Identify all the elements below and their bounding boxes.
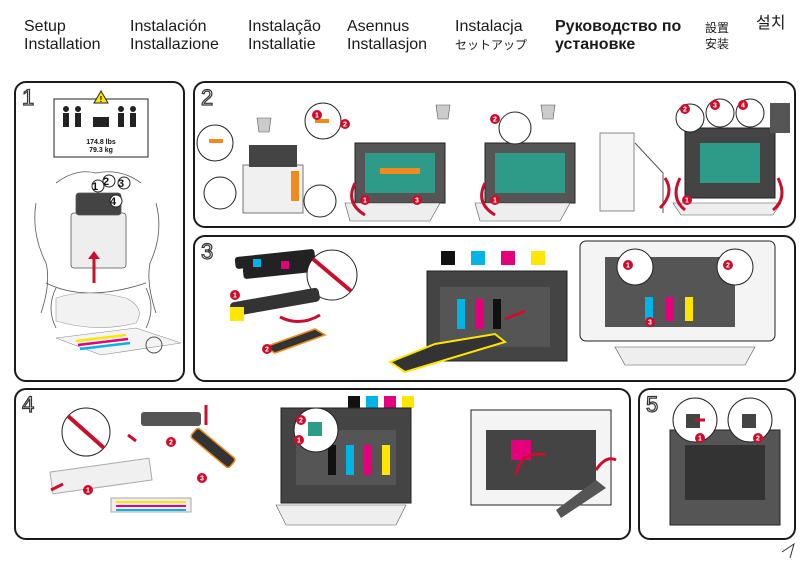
- weight-lbs: 174.8 lbs: [86, 139, 116, 146]
- lift-illustration: !: [34, 90, 182, 356]
- header-label: Instalación: [130, 18, 207, 35]
- step-number: 2: [200, 84, 214, 110]
- cyan-swatch: [471, 251, 485, 265]
- header-label: セットアップ: [455, 38, 528, 52]
- header-instalacja: Instalacja セットアップ: [455, 18, 527, 54]
- header-label: 安装: [705, 37, 730, 51]
- trash-bin-icon: [435, 104, 451, 120]
- trash-bin-icon: [540, 104, 556, 120]
- header-label: Installasjon: [347, 36, 428, 53]
- step-4-panel: 4: [14, 388, 631, 540]
- header-label: 설치: [756, 15, 786, 32]
- trash-bin-icon: [256, 117, 272, 133]
- black-swatch: [441, 251, 455, 265]
- yellow-swatch: [531, 251, 545, 265]
- header-russian: Руководство по установке: [555, 18, 681, 54]
- header-korean: 설치: [756, 15, 785, 33]
- header-label: Installatie: [248, 36, 316, 53]
- svg-text:!: !: [100, 95, 103, 104]
- header-label: 設置: [705, 21, 730, 35]
- packing-removal-illustration: [196, 98, 790, 222]
- power-connect-illustration: [669, 397, 781, 526]
- header-label: Asennus: [347, 18, 410, 35]
- header-label: установке: [555, 36, 636, 53]
- warning-icon: [93, 90, 109, 104]
- header-instalacao: Instalação Installatie: [248, 18, 321, 54]
- toner-install-illustration: [230, 240, 776, 374]
- header-label: Installazione: [130, 36, 219, 53]
- header-setup: Setup Installation: [24, 18, 101, 54]
- step-number: 3: [200, 238, 214, 264]
- step-1-panel: 1 !: [14, 81, 185, 382]
- header-label: Instalacja: [455, 18, 523, 35]
- step-5-panel: 5 1 2: [638, 388, 796, 540]
- weight-kg: 79.3 kg: [89, 147, 113, 154]
- header-asennus: Asennus Installasjon: [347, 18, 427, 54]
- imaging-unit-illustration: [49, 396, 617, 526]
- step-number: 1: [21, 84, 35, 110]
- header-label: Руководство по: [555, 18, 682, 35]
- header-label: Setup: [24, 18, 66, 35]
- step-number: 5: [645, 391, 659, 417]
- header-instalacion: Instalación Installazione: [130, 18, 219, 54]
- step-2-panel: 2: [193, 81, 796, 228]
- step-number: 4: [21, 391, 35, 417]
- header-chinese: 設置 安装: [705, 20, 729, 52]
- magenta-swatch: [501, 251, 515, 265]
- header-label: Instalação: [248, 18, 321, 35]
- step-3-panel: 3: [193, 235, 796, 382]
- header-label: Installation: [24, 36, 101, 53]
